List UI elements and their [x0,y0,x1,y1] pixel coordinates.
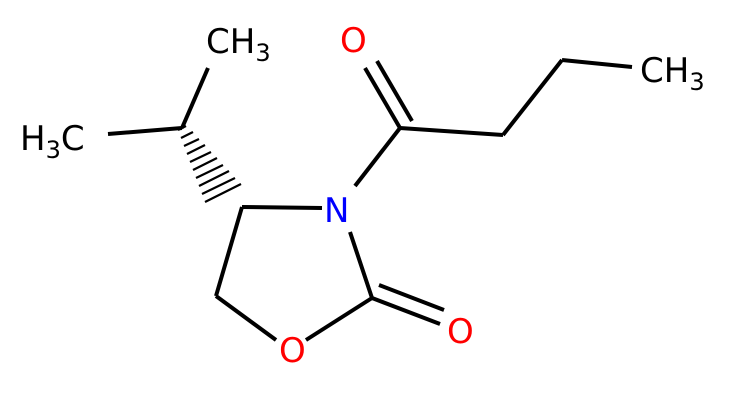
bond-ch-methyl-top [180,67,210,129]
ring-carbonyl-oxygen-label: O [447,312,474,352]
methyl-left-label: H3C [20,119,85,164]
hashed-stereo-bond [177,125,242,203]
bond-c5-o [214,294,278,342]
bond-c2-n [348,231,374,299]
acyl-carbonyl-oxygen-label: O [340,21,367,61]
bond-ch-methyl-left [107,126,183,136]
bond-c4-n [241,205,323,210]
bond-acyl-o-double-a [363,66,402,130]
bond-chain-2 [501,58,564,137]
ring-oxygen-label: O [279,331,306,371]
methyl-right-label: CH3 [640,51,705,96]
bonds [107,58,633,342]
bond-chain-3 [561,58,633,69]
bond-c2-o-double-a [371,296,441,326]
bond-c4-c5 [214,206,244,297]
bond-c2-o-double-b [378,283,445,312]
bond-n-acyl-c [353,126,402,188]
bond-acyl-o-double-b [375,59,414,123]
bond-o-c2 [304,296,374,342]
bond-chain-1 [399,126,504,137]
nitrogen-atom-label: N [324,191,349,231]
methyl-top-label: CH3 [206,22,271,67]
atom-labels: N O O O CH3 H3C CH3 [20,21,705,371]
